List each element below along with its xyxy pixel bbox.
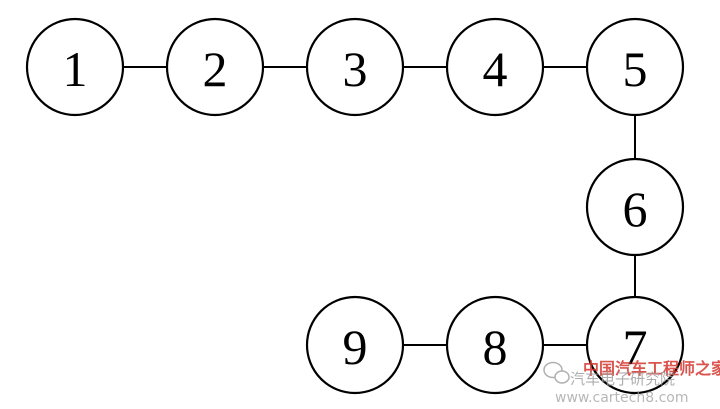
node-label: 9 (343, 319, 368, 375)
node-circle (585, 17, 685, 117)
node-label: 3 (343, 41, 368, 97)
node-1: 1 (25, 17, 125, 117)
node-7: 7 (585, 295, 685, 395)
node-label: 1 (63, 41, 88, 97)
watermark: 中国汽车工程师之家 汽车电子研究院 www.cartech8.com (543, 359, 720, 406)
node-label: 7 (623, 319, 648, 375)
node-circle (305, 17, 405, 117)
node-circle (445, 17, 545, 117)
node-circle (445, 295, 545, 395)
node-label: 5 (623, 41, 648, 97)
node-6: 6 (585, 157, 685, 257)
node-label: 8 (483, 319, 508, 375)
node-9: 9 (305, 295, 405, 395)
node-5: 5 (585, 17, 685, 117)
node-circle (165, 17, 265, 117)
node-label: 2 (203, 41, 228, 97)
watermark-subtitle: 汽车电子研究院 (570, 370, 675, 388)
node-3: 3 (305, 17, 405, 117)
node-circle (305, 295, 405, 395)
node-circle (585, 157, 685, 257)
node-2: 2 (165, 17, 265, 117)
node-circle (585, 295, 685, 395)
node-4: 4 (445, 17, 545, 117)
node-label: 4 (483, 41, 508, 97)
watermark-url: www.cartech8.com (555, 390, 688, 406)
node-label: 6 (623, 181, 648, 237)
wechat-icon (543, 361, 570, 384)
watermark-title: 中国汽车工程师之家 (583, 359, 720, 378)
node-8: 8 (445, 295, 545, 395)
node-circle (25, 17, 125, 117)
